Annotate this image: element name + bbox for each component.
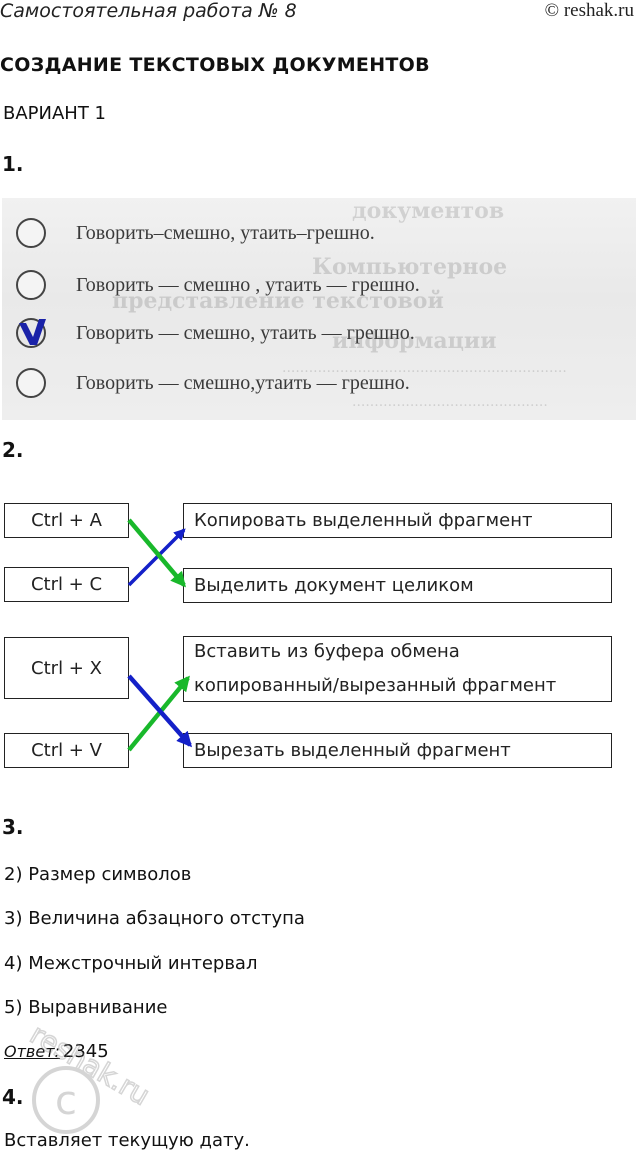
answer-item: 3) Величина абзацного отступа [4,908,305,929]
question-4-answer: Вставляет текущую дату. [4,1130,250,1151]
question-3-number: 3. [2,815,24,839]
answer-item: 2) Размер символов [4,864,192,885]
action-paste-line-1: Вставить из буфера обмена [194,641,460,662]
worksheet-title: Самостоятельная работа № 8 [0,0,297,22]
variant-label: ВАРИАНТ 1 [3,103,106,124]
option-2[interactable]: Говорить — смешно , утаить — грешно. [16,268,420,302]
key-ctrl-c: Ctrl + C [4,567,129,602]
answer-item: 4) Межстрочный интервал [4,953,258,974]
answer-value: 2345 [62,1041,109,1062]
arrow-ctrl-x-to-cut [127,674,193,748]
option-1[interactable]: Говорить–смешно, утаить–грешно. [16,216,375,250]
action-select-all: Выделить документ целиком [183,568,612,603]
action-copy: Копировать выделенный фрагмент [183,503,612,538]
option-3[interactable]: Говорить — смешно, утаить — грешно. [16,316,415,350]
arrow-ctrl-c-to-copy [127,528,186,587]
question-1-number: 1. [2,152,24,176]
answer-line: Ответ:2345 [4,1041,109,1062]
option-4-label: Говорить — смешно,утаить — грешно. [76,371,410,394]
option-2-label: Говорить — смешно , утаить — грешно. [76,273,420,296]
key-ctrl-v: Ctrl + V [4,733,129,768]
page-title: СОЗДАНИЕ ТЕКСТОВЫХ ДОКУМЕНТОВ [0,54,430,76]
answer-label: Ответ: [4,1042,60,1061]
checked-radio-icon[interactable] [16,318,46,348]
checkmark-icon [19,319,46,345]
radio-icon[interactable] [16,368,46,398]
action-paste: Вставить из буфера обмена копированный/в… [183,636,612,702]
question-4-number: 4. [2,1085,24,1109]
key-ctrl-x: Ctrl + X [4,637,129,699]
option-1-label: Говорить–смешно, утаить–грешно. [76,221,375,244]
radio-icon[interactable] [16,218,46,248]
answer-item: 5) Выравнивание [4,997,168,1018]
option-4[interactable]: Говорить — смешно,утаить — грешно. [16,366,410,400]
arrow-ctrl-a-to-select-all [127,518,186,588]
site-credit: © reshak.ru [544,0,634,21]
action-cut: Вырезать выделенный фрагмент [183,733,612,768]
arrow-ctrl-v-to-paste [127,675,190,752]
key-ctrl-a: Ctrl + A [4,503,129,538]
action-paste-line-2: копированный/вырезанный фрагмент [194,675,557,696]
question-1-scan: документов Компьютерное представление те… [2,198,636,420]
question-2-number: 2. [2,438,24,462]
radio-icon[interactable] [16,270,46,300]
option-3-label: Говорить — смешно, утаить — грешно. [76,321,415,344]
